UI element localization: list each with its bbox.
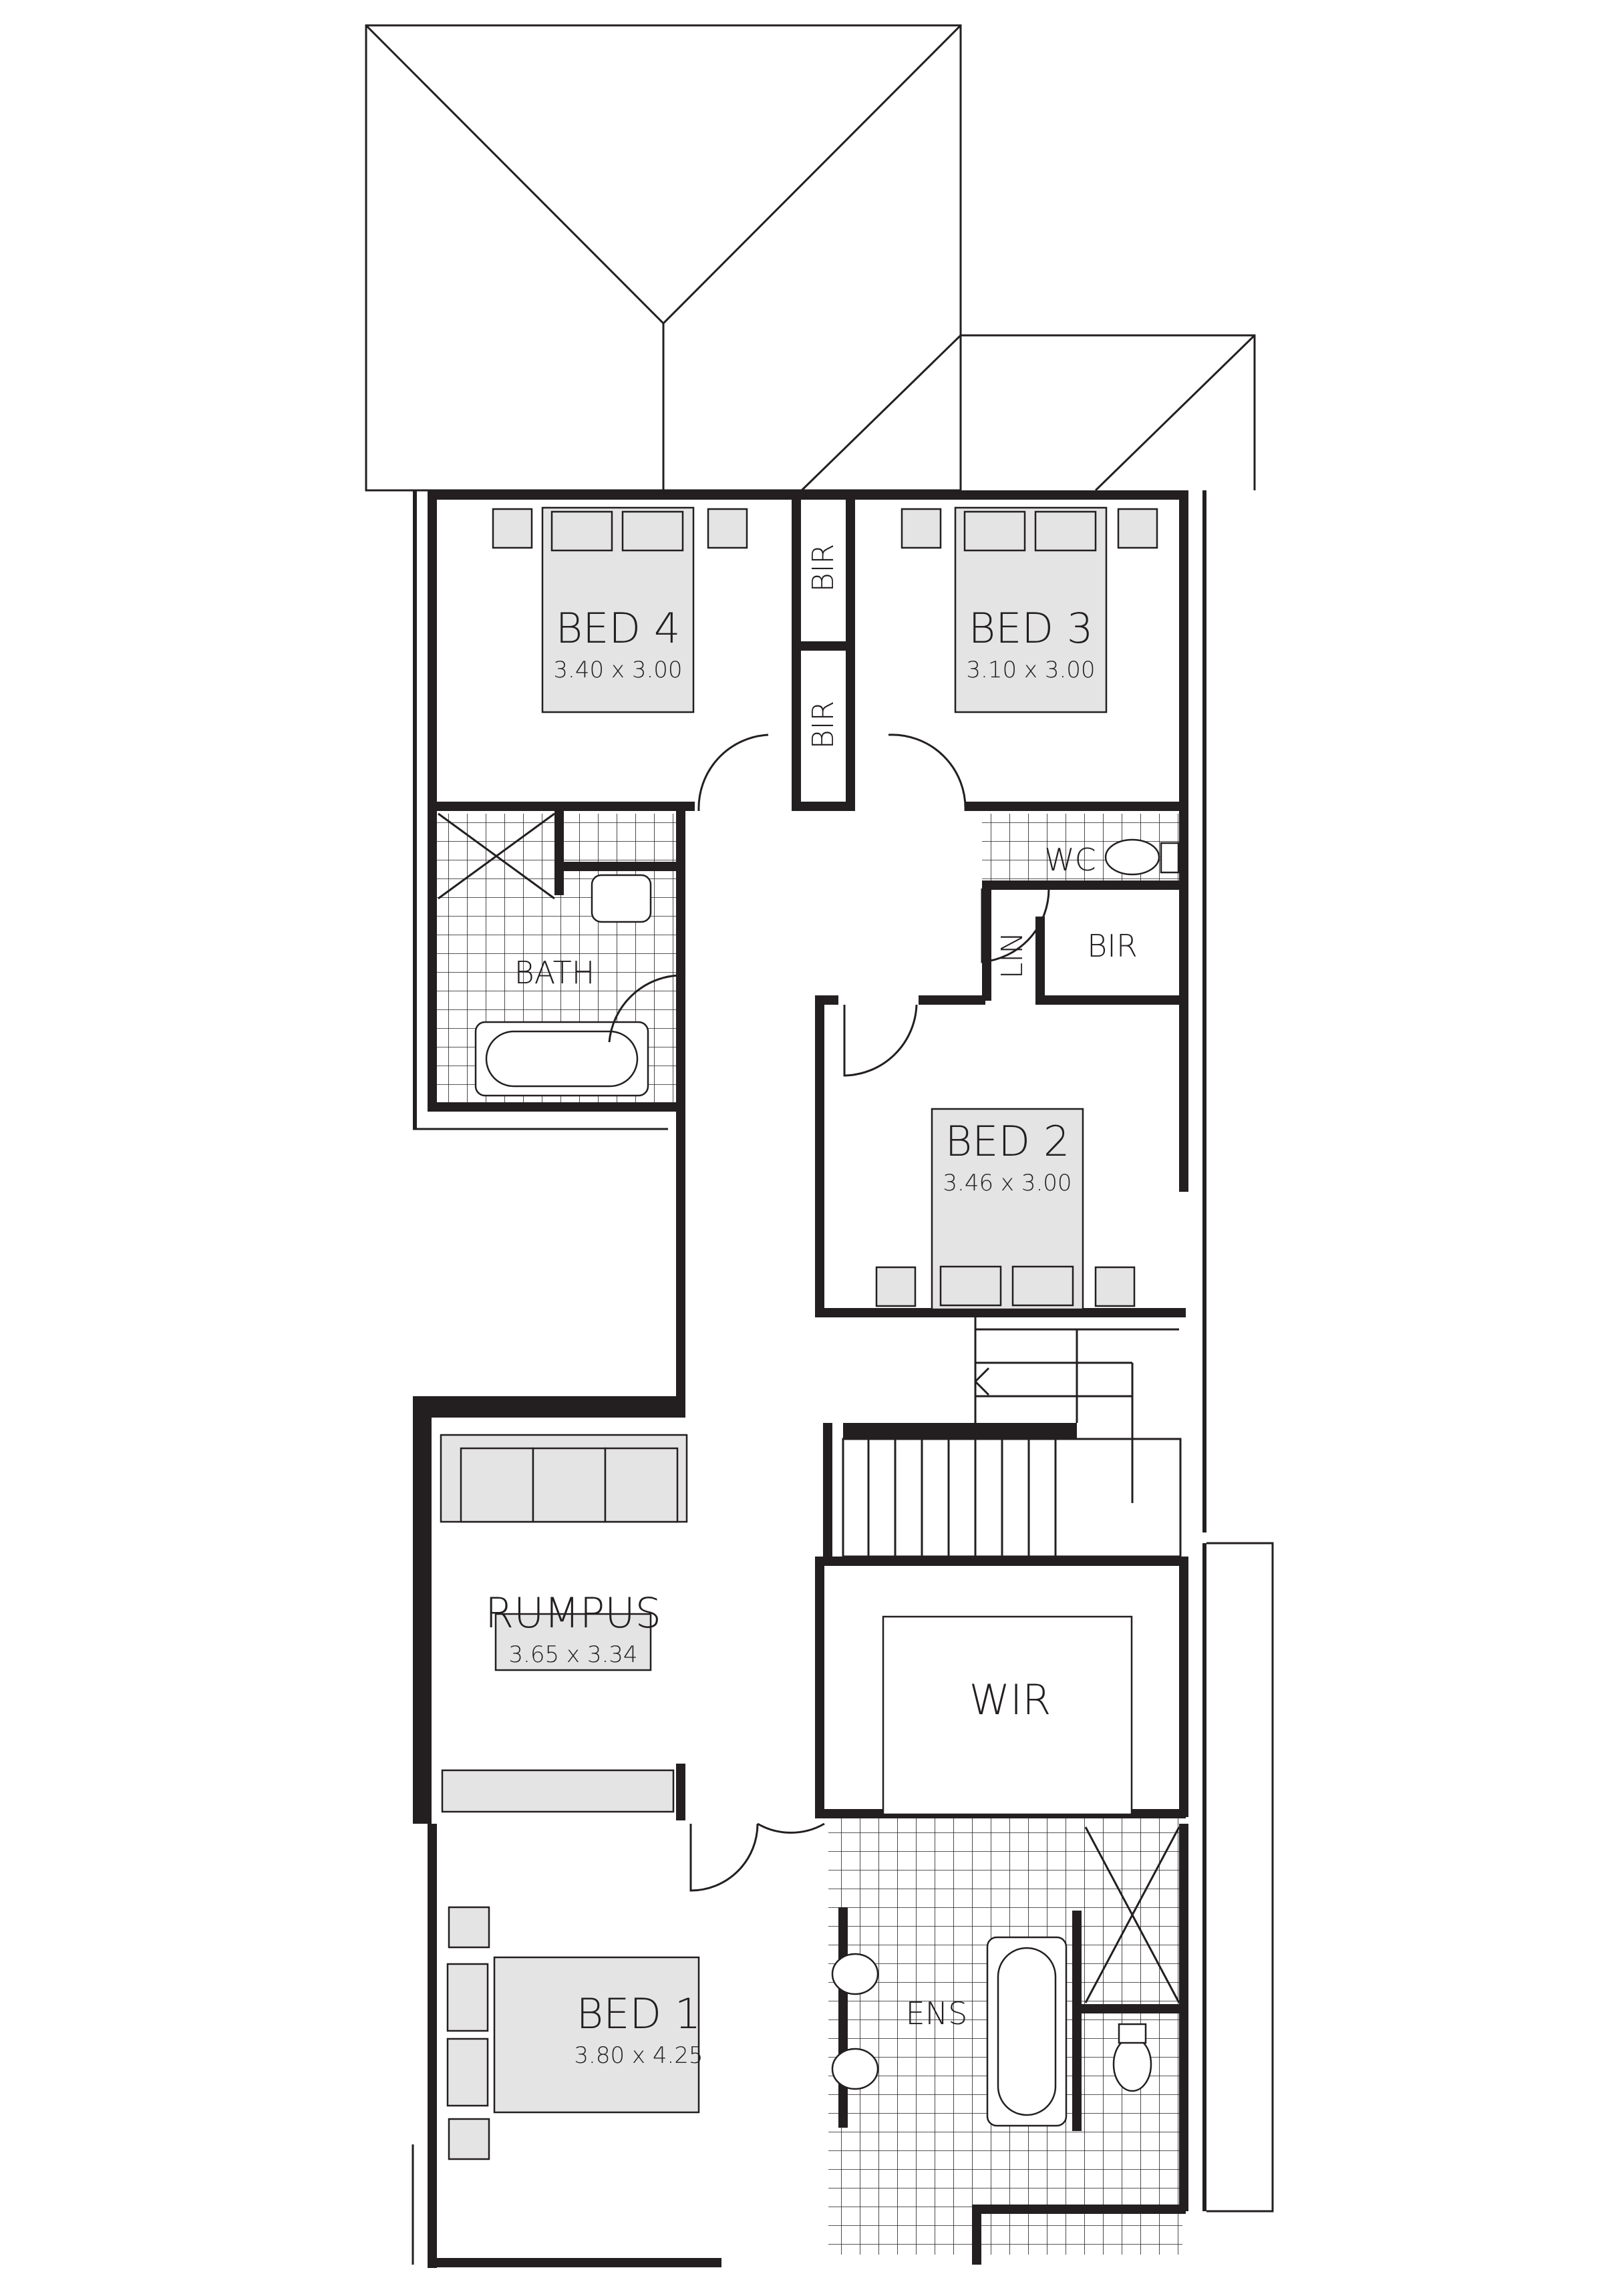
bed3-dims: 3.10 x 3.00 bbox=[966, 657, 1095, 683]
ens-name: ENS bbox=[906, 1995, 968, 2032]
bed4-dims: 3.40 x 3.00 bbox=[553, 657, 682, 683]
bir-lower-name: BIR bbox=[806, 701, 840, 749]
bath-name: BATH bbox=[514, 955, 595, 991]
bed3-name: BED 3 bbox=[969, 604, 1094, 653]
furniture bbox=[438, 506, 1180, 2160]
rumpus-name: RUMPUS bbox=[485, 1589, 661, 1637]
wir-name: WIR bbox=[969, 1675, 1051, 1724]
bed4-name: BED 4 bbox=[556, 604, 681, 653]
bir-upper-name: BIR bbox=[806, 544, 840, 592]
room-labels: BED 4 3.40 x 3.00 BED 3 3.10 x 3.00 BED … bbox=[485, 544, 1138, 2069]
bir-bed2-name: BIR bbox=[1087, 928, 1138, 964]
bed1-dims: 3.80 x 4.25 bbox=[574, 2042, 703, 2069]
wc-name: WC bbox=[1044, 842, 1096, 878]
bed2-dims: 3.46 x 3.00 bbox=[943, 1170, 1072, 1196]
stairs bbox=[842, 1317, 1182, 1558]
lin-name: LIN bbox=[995, 932, 1029, 979]
roof bbox=[365, 24, 1256, 492]
bed2-name: BED 2 bbox=[945, 1117, 1070, 1166]
bed1-name: BED 1 bbox=[577, 1989, 701, 2038]
rumpus-dims: 3.65 x 3.34 bbox=[508, 1641, 637, 1668]
door-swings bbox=[608, 734, 1050, 1892]
